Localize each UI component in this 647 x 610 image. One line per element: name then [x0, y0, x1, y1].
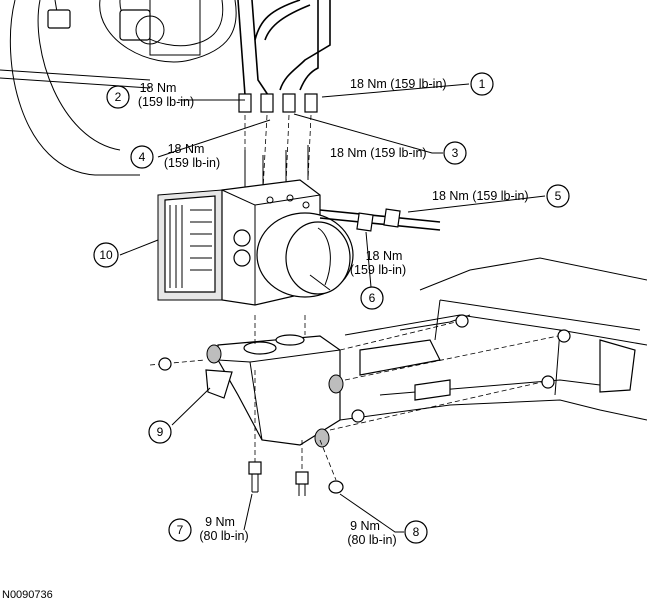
callout-8-torque-nm: 9 Nm: [350, 519, 380, 533]
callout-10: 10: [93, 242, 119, 268]
vehicle-frame: [329, 257, 647, 431]
callout-9-number: 9: [157, 425, 164, 439]
callout-5-torque: 18 Nm (159 lb-in): [432, 189, 529, 203]
callout-1-number: 1: [479, 77, 486, 91]
callout-7-torque-lbin: (80 lb-in): [199, 529, 248, 543]
callout-4-number: 4: [139, 150, 146, 164]
bracket-bolts: [248, 439, 344, 496]
callout-5: 18 Nm (159 lb-in) 5: [432, 184, 570, 208]
callout-6-number: 6: [369, 291, 376, 305]
callout-6-torque-lbin: (159 lb-in): [350, 263, 406, 277]
callout-4-torque-lbin: (159 lb-in): [164, 156, 220, 170]
brake-booster: [0, 0, 237, 176]
callout-7: 7 9 Nm (80 lb-in): [168, 515, 249, 543]
callout-1: 18 Nm (159 lb-in) 1: [350, 72, 494, 96]
callout-3-number: 3: [452, 146, 459, 160]
callout-10-number: 10: [99, 248, 113, 262]
callout-2: 2 18 Nm (159 lb-in): [106, 81, 194, 109]
leader-lines: [119, 83, 546, 533]
callout-7-torque-nm: 9 Nm: [205, 515, 235, 529]
brake-lines: [237, 0, 331, 192]
callout-8-torque-lbin: (80 lb-in): [347, 533, 396, 547]
callout-8: 9 Nm (80 lb-in) 8: [347, 519, 428, 547]
callout-6: 18 Nm (159 lb-in) 6: [350, 249, 406, 310]
callout-8-number: 8: [413, 525, 420, 539]
callout-3: 18 Nm (159 lb-in) 3: [330, 141, 467, 165]
callout-2-number: 2: [115, 90, 122, 104]
callout-5-number: 5: [555, 189, 562, 203]
callout-2-torque-nm: 18 Nm: [140, 81, 177, 95]
left-nut: [149, 357, 206, 371]
mounting-bracket: [205, 315, 344, 470]
callout-7-number: 7: [177, 523, 184, 537]
callout-4-torque-nm: 18 Nm: [168, 142, 205, 156]
callout-3-torque: 18 Nm (159 lb-in): [330, 146, 427, 160]
callout-4: 4 18 Nm (159 lb-in): [130, 142, 220, 170]
callout-6-torque-nm: 18 Nm: [366, 249, 403, 263]
callout-1-torque: 18 Nm (159 lb-in): [350, 77, 447, 91]
abs-module: [157, 179, 441, 306]
callout-9: 9: [148, 420, 172, 444]
figure-id: N0090736: [2, 589, 53, 601]
callout-2-torque-lbin: (159 lb-in): [138, 95, 194, 109]
